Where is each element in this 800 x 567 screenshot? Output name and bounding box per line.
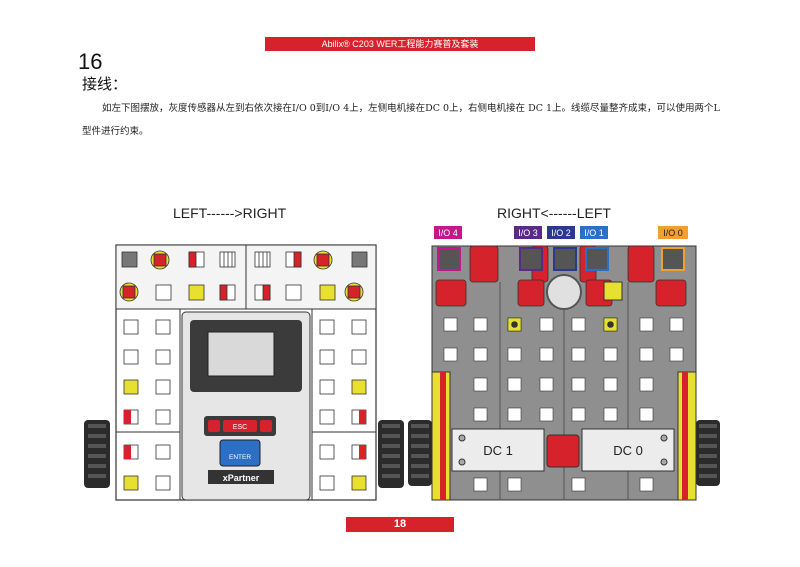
header-title: Abilix® C203 WER工程能力赛普及套装	[321, 39, 479, 49]
left-view-label: LEFT------>RIGHT	[173, 205, 287, 221]
port-io1-label: I/O 1	[584, 228, 604, 238]
brand-label: xPartner	[223, 473, 260, 483]
port-io0-label: I/O 0	[663, 228, 683, 238]
right-wheel-icon	[378, 420, 404, 488]
step-number: 16	[78, 49, 103, 74]
port-tags	[434, 226, 688, 239]
instruction-paragraph: 如左下图摆放，灰度传感器从左到右依次接在I/O 0到I/O 4上，左侧电机接在D…	[82, 103, 720, 137]
esc-button-label: ESC	[233, 424, 247, 431]
right-view-label: RIGHT<------LEFT	[497, 205, 611, 221]
motor-dc1-label: DC 1	[483, 443, 513, 458]
left-wheel-icon	[408, 420, 432, 486]
motor-dc0	[581, 428, 675, 472]
header-bar: Abilix® C203 WER工程能力赛普及套装	[265, 37, 535, 51]
robot-top-view: ESC ENTER xPartner	[84, 244, 404, 501]
motor-dc0-label: DC 0	[613, 443, 643, 458]
page-number-bar: 18	[346, 517, 454, 532]
robot-bottom-view: I/O 4 I/O 3 I/O 2 I/O 1 I/O 0 DC 1 DC 0	[408, 226, 720, 501]
left-wheel-icon	[84, 420, 110, 488]
controller	[181, 311, 311, 501]
enter-button-label: ENTER	[229, 454, 251, 461]
motor-dc1	[451, 428, 545, 472]
page-number: 18	[393, 518, 407, 530]
port-io4-label: I/O 4	[438, 228, 458, 238]
port-io2-label: I/O 2	[551, 228, 571, 238]
port-io3-label: I/O 3	[518, 228, 538, 238]
section-heading: 接线：	[82, 75, 128, 93]
right-wheel-icon	[696, 420, 720, 486]
